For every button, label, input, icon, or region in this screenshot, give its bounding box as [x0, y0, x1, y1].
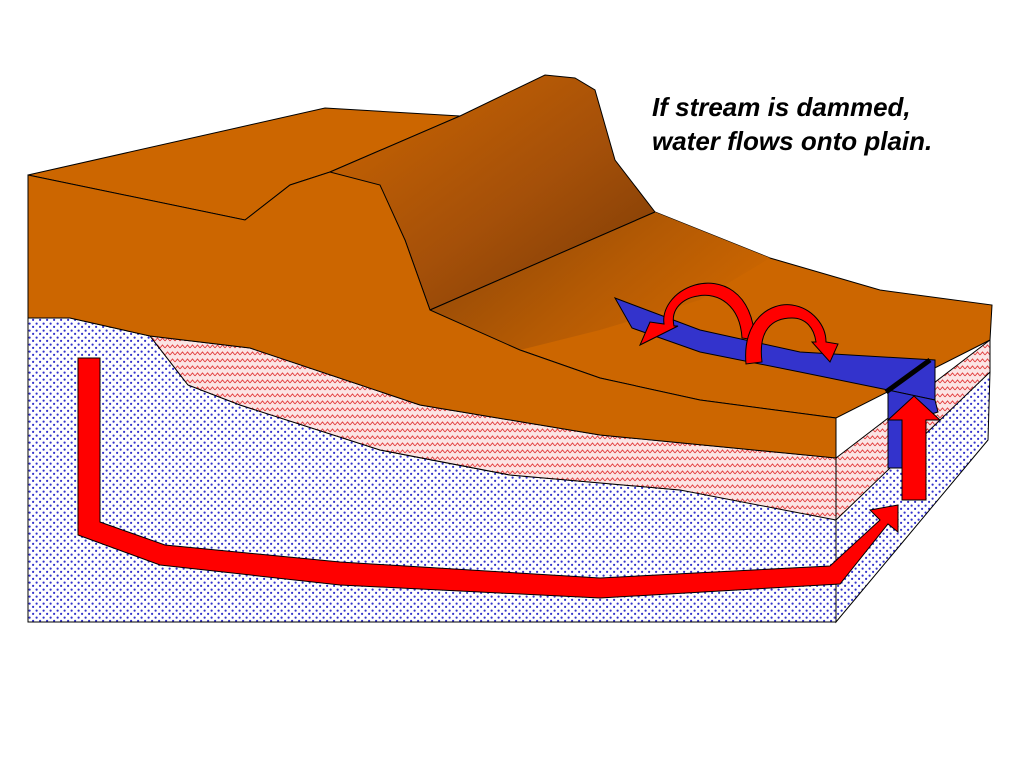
groundwater-flow-arrow [77, 357, 899, 599]
caption-line-1: If stream is dammed, [652, 92, 911, 122]
caption-line-2: water flows onto plain. [652, 126, 933, 156]
overflow-arrow [638, 282, 756, 347]
caption: If stream is dammed, water flows onto pl… [652, 90, 1012, 158]
upward-flow-arrow [886, 395, 942, 501]
overflow-arrow [745, 304, 839, 365]
ground-front-face [27, 171, 837, 459]
terrace-edge [429, 211, 656, 311]
dam-bar [884, 357, 932, 395]
lower-slope [430, 212, 770, 350]
